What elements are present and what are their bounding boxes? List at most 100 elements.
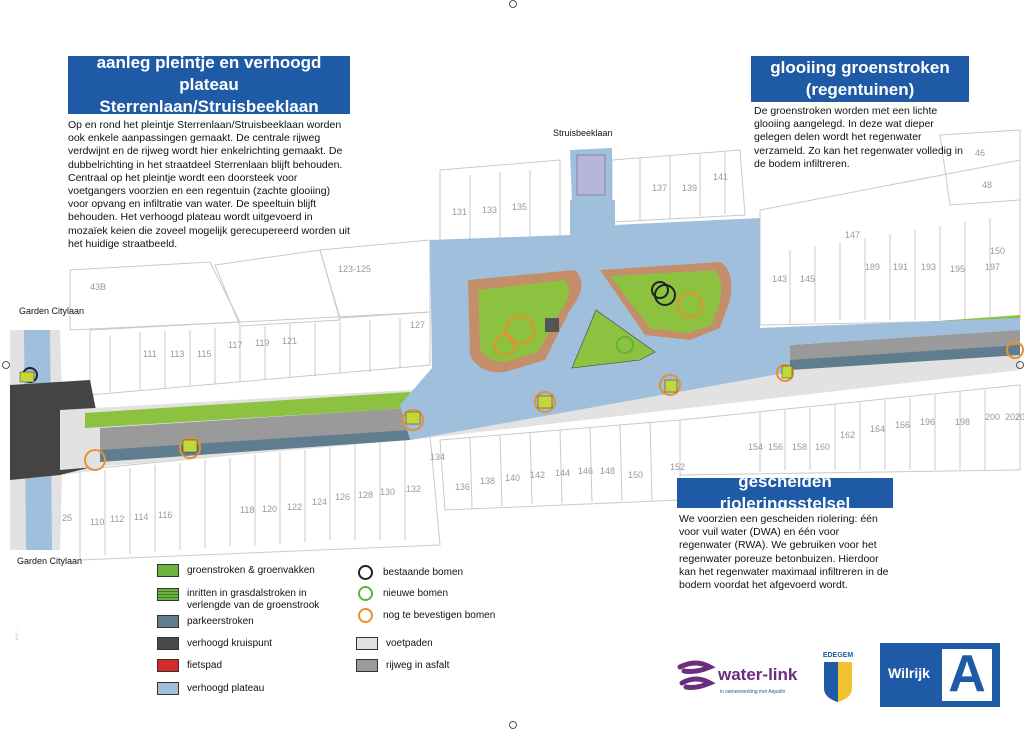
title-green-slopes: glooiing groenstroken (regentuinen) <box>751 56 969 102</box>
house-number-label: 135 <box>512 202 527 212</box>
swatch-asphalt <box>356 659 378 672</box>
title-line-2: plateau Sterrenlaan/Struisbeeklaan <box>99 75 319 116</box>
waterlink-subtitle: in samenwerking met Aquafin <box>720 689 786 695</box>
house-number-label: 124 <box>312 497 327 507</box>
house-number-label: 119 <box>255 338 269 348</box>
house-number-label: 121 <box>282 336 297 346</box>
legend-label: voetpaden <box>386 638 433 649</box>
title-sewer-system: gescheiden rioleringsstelsel <box>677 472 893 513</box>
house-number-label: 156 <box>768 442 783 452</box>
edegem-logo: EDEGEM <box>818 652 858 706</box>
house-number-label: 189 <box>865 262 880 272</box>
swatch-green <box>157 564 179 577</box>
legend-item-green: groenstroken & groenvakken <box>157 564 315 577</box>
waterlink-wordmark: water-link <box>718 665 798 684</box>
house-number-label: 127 <box>410 320 425 330</box>
legend-item-driveways: inritten in grasdalstroken in verlengde … <box>157 588 337 612</box>
street-label-struisbeeklaan: Struisbeeklaan <box>553 128 613 138</box>
antwerpen-badge: A <box>942 645 992 703</box>
house-number-label: 136 <box>455 482 470 492</box>
house-number-label: 195 <box>950 264 965 274</box>
house-number-label: 118 <box>240 505 254 515</box>
street-label-garden-citylaan-top: Garden Citylaan <box>19 306 85 316</box>
legend-item-parking: parkeerstroken <box>157 615 254 628</box>
house-number-label: 120 <box>262 504 277 514</box>
wilrijk-antwerpen-logo: Wilrijk A <box>880 643 1000 707</box>
house-number-labels-bottom: 110 112 114 116 118 120 122 124 126 128 … <box>62 412 1024 527</box>
house-number-label: 158 <box>792 442 807 452</box>
legend-item-footpaths: voetpaden <box>356 637 433 650</box>
house-number-label: 140 <box>505 473 520 483</box>
square-green <box>468 262 732 373</box>
house-number-label: 162 <box>840 430 855 440</box>
swatch-plateau <box>157 682 179 695</box>
title-square-plateau: aanleg pleintje en verhoogd plateau Ster… <box>68 53 350 116</box>
text-green-slopes: De groenstroken worden met een lichte gl… <box>754 105 963 170</box>
legend-item-raised-crossing: verhoogd kruispunt <box>157 637 272 650</box>
legend-label: rijweg in asfalt <box>386 660 450 671</box>
house-number-label: 25 <box>62 513 72 523</box>
crop-mark-icon <box>509 0 517 8</box>
house-number-label: 117 <box>228 340 242 350</box>
legend-label: verhoogd plateau <box>187 683 265 694</box>
wilrijk-wordmark: Wilrijk <box>888 665 930 681</box>
house-number-label: 166 <box>895 420 910 430</box>
house-number-label: 142 <box>530 470 545 480</box>
circle-orange-icon <box>358 608 373 623</box>
swatch-striped-green <box>157 588 179 601</box>
crop-mark-icon <box>2 361 10 369</box>
title-line-1: glooiing groenstroken <box>770 58 950 77</box>
legend-label: groenstroken & groenvakken <box>187 565 315 576</box>
legend-label: nog te bevestigen bomen <box>383 610 496 621</box>
house-number-label: 145 <box>800 274 815 284</box>
house-number-label: 132 <box>406 484 421 494</box>
title-line: gescheiden rioleringsstelsel <box>719 472 851 513</box>
edegem-shield-icon <box>824 662 852 702</box>
house-number-label: 131 <box>452 207 467 217</box>
text-sewer-system: We voorzien een gescheiden riolering: éé… <box>679 513 889 592</box>
garden-citylaan <box>10 330 100 550</box>
house-number-label: 134 <box>430 452 445 462</box>
house-number-labels: 43B 111 113 115 117 119 121 123-125 127 … <box>90 148 1005 359</box>
legend-item-asphalt: rijweg in asfalt <box>356 659 449 672</box>
street-label-garden-citylaan-bottom: Garden Citylaan <box>17 556 83 566</box>
house-number-label: 43B <box>90 282 106 292</box>
house-number-label: 164 <box>870 424 885 434</box>
house-number-label: 138 <box>480 476 495 486</box>
house-number-label: 46 <box>975 148 985 158</box>
house-number-label: 137 <box>652 183 667 193</box>
house-number-label: 113 <box>170 349 184 359</box>
house-number-label: 204 <box>1015 412 1024 422</box>
house-number-label: 202 <box>1005 412 1020 422</box>
text-square-plateau: Op en rond het pleintje Sterrenlaan/Stru… <box>68 119 350 250</box>
house-number-label: 150 <box>990 246 1005 256</box>
house-number-label: 193 <box>921 262 936 272</box>
house-number-label: 133 <box>482 205 497 215</box>
house-number-label: 130 <box>380 487 395 497</box>
waterlink-logo: water-link in samenwerking met Aquafin <box>676 657 801 705</box>
swatch-footpaths <box>356 637 378 650</box>
legend-label: inritten in grasdalstroken in verlengde … <box>187 588 320 611</box>
legend-label: parkeerstroken <box>187 616 254 627</box>
house-number-label: 122 <box>287 502 302 512</box>
legend-label: fietspad <box>187 660 223 671</box>
legend-label: verhoogd kruispunt <box>187 638 273 649</box>
house-number-label: 197 <box>985 262 1000 272</box>
house-number-label: 128 <box>358 490 373 500</box>
house-number-label: 191 <box>893 262 908 272</box>
house-number-label: 152 <box>670 462 685 472</box>
house-number-label: 143 <box>772 274 787 284</box>
title-line-2: (regentuinen) <box>805 80 915 99</box>
tree-symbols <box>22 281 1024 471</box>
house-number-label: 114 <box>134 512 148 522</box>
house-number-label: 111 <box>143 349 157 359</box>
legend-item-new-trees: nieuwe bomen <box>358 586 448 601</box>
house-number-label: 154 <box>748 442 763 452</box>
crop-mark-icon <box>509 721 517 729</box>
waterlink-mark-icon <box>677 660 716 690</box>
house-number-label: 48 <box>982 180 992 190</box>
circle-green-icon <box>358 586 373 601</box>
house-number-label: 196 <box>920 417 935 427</box>
house-number-label: 198 <box>955 417 970 427</box>
house-number-label: 147 <box>845 230 860 240</box>
